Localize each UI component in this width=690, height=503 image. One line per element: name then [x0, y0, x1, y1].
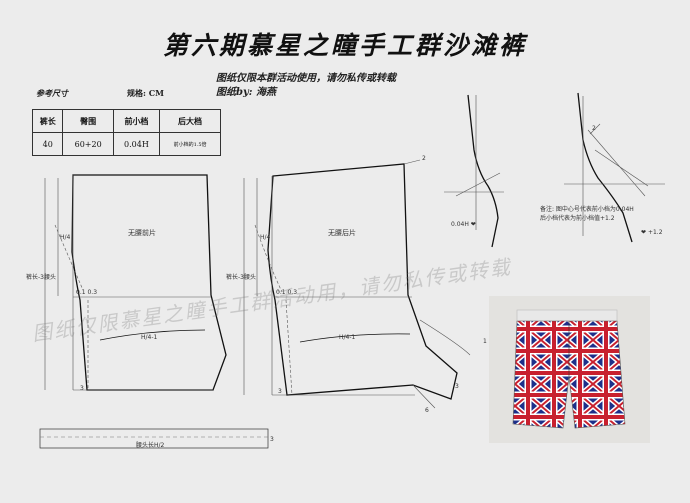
front-hem-label: 3 — [80, 385, 84, 392]
back-piece-outline — [267, 163, 458, 400]
back-leg-extension — [412, 384, 436, 409]
page-title: 第六期慕星之瞳手工群沙滩裤 — [162, 31, 527, 60]
header-back-rise: 后大档 — [159, 109, 221, 133]
size-table-value-row: 40 60+20 0.04H 前小档的1.5倍 — [31, 132, 221, 156]
front-crotch-mark-value: 0.04H — [451, 221, 469, 228]
back-offset-value: 0.1 — [276, 289, 286, 296]
heart-icon: ❤ — [641, 229, 648, 236]
value-length: 40 — [31, 132, 64, 156]
spec-caption: 参考尺寸 — [36, 88, 68, 98]
back-crotch-mark-value: +1.2 — [647, 229, 663, 236]
back-hem-right-label: 3 — [455, 383, 459, 390]
back-length-label: 裤长-3腰头 — [226, 274, 256, 281]
back-center-dash — [285, 299, 293, 396]
value-back-rise: 前小档的1.5倍 — [159, 132, 221, 156]
crotch-two-label: 2 — [592, 125, 596, 132]
back-curve-guide — [419, 319, 471, 356]
back-piece-label: 无腰后片 — [328, 229, 356, 237]
back-h4-1-label: H/4-1 — [339, 334, 356, 341]
back-crotch-mark: ❤ +1.2 — [641, 229, 663, 236]
back-one-label: 1 — [483, 338, 487, 345]
front-offset-value: 0.1 — [76, 289, 86, 296]
waistband-height-label: 3 — [270, 436, 274, 443]
front-dashed-arc — [54, 224, 84, 291]
crotch-note-line-1: 备注: 图中心号代表前小档为0.04H — [540, 206, 634, 213]
back-hem-label: 3 — [278, 388, 282, 395]
back-crotch-guide — [594, 149, 649, 187]
back-leg-label: 6 — [425, 407, 429, 414]
back-crotch-angle — [589, 123, 601, 135]
front-piece-outline — [71, 174, 227, 391]
front-h4-label: H/4 — [60, 234, 71, 241]
front-crotch-diagonal — [455, 172, 501, 197]
back-hip-arrow — [299, 333, 411, 343]
waistband-outline — [39, 428, 269, 449]
header-front-rise: 前小档 — [112, 109, 161, 133]
crotch-note-line-2: 后小档代表为前小档值+1.2 — [540, 215, 615, 222]
usage-notice: 图纸仅限本群活动使用，请勿私传或转载 — [216, 73, 396, 84]
back-offset-value-2: 0.3 — [287, 289, 298, 296]
front-length-label: 裤长-3腰头 — [26, 274, 56, 281]
value-hip: 60+20 — [62, 132, 114, 156]
front-h4-1-label: H/4-1 — [141, 334, 158, 341]
front-piece-label: 无腰前片 — [128, 229, 156, 237]
heart-icon: ❤ — [468, 221, 476, 228]
shorts-photo — [489, 296, 650, 443]
back-offset-label: 0.1 0.3 — [276, 289, 297, 296]
back-dashed-arc — [254, 224, 283, 293]
front-offset-value-2: 0.3 — [87, 289, 98, 296]
shorts-illustration — [489, 296, 650, 443]
author-credit: 图纸by: 海燕 — [216, 87, 276, 98]
back-h4-label: H/4 — [260, 234, 271, 241]
back-rise-guide — [403, 159, 421, 165]
back-rise-label: 2 — [422, 155, 426, 162]
front-hip-arrow — [99, 329, 206, 341]
value-front-rise: 0.04H — [112, 132, 161, 156]
back-crotch-curve — [577, 92, 633, 243]
front-crotch-mark: 0.04H ❤ — [451, 221, 476, 228]
spec-unit: 规格: CM — [127, 88, 164, 98]
size-table: 裤长 臀围 前小档 后大档 40 60+20 0.04H 前小档的1.5倍 — [31, 109, 221, 156]
waistband-label: 腰头长H/2 — [136, 442, 165, 449]
front-offset-label: 0.1 0.3 — [76, 289, 97, 296]
back-crotch-diagonal — [587, 129, 646, 197]
